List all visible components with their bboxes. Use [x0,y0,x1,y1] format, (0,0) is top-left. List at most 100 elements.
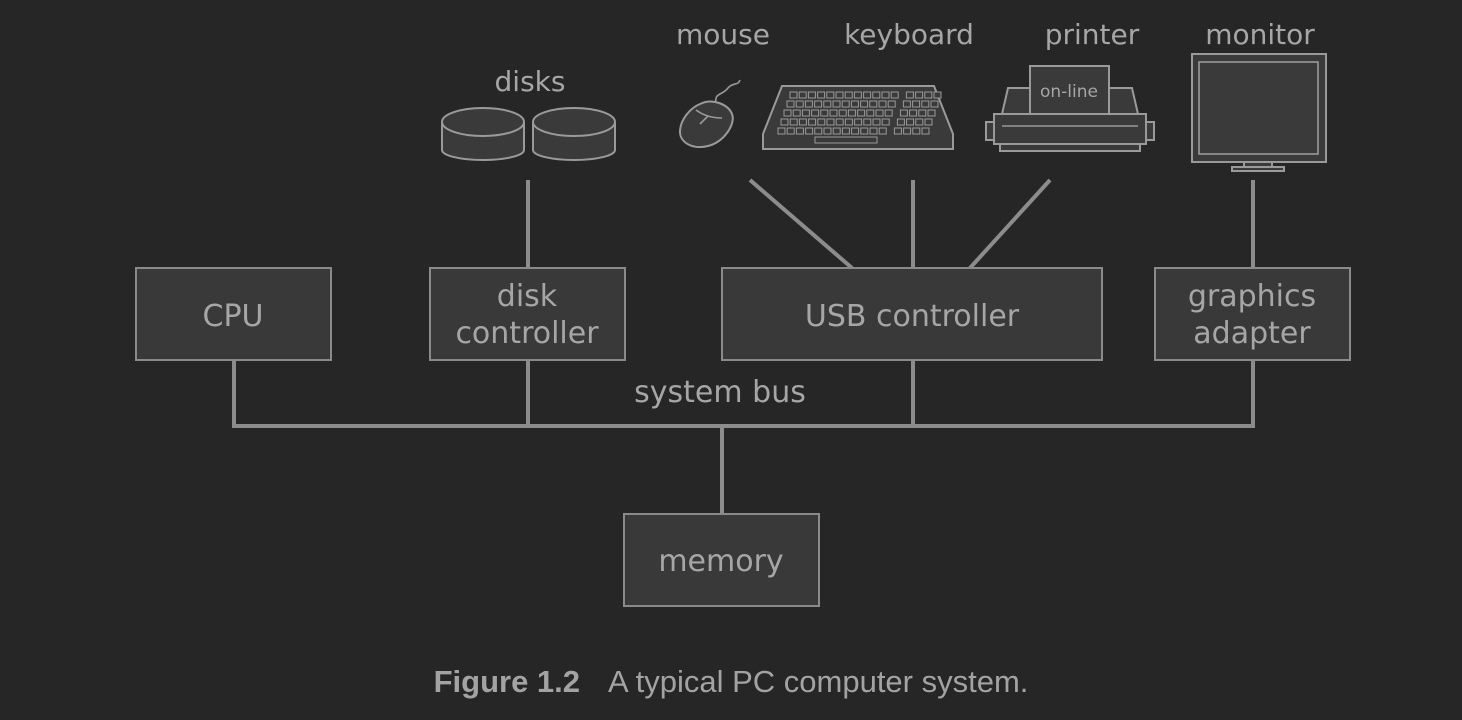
keyboard-key [860,127,869,135]
keyboard-key [841,100,850,108]
keyboard-key [896,118,905,126]
disk-controller-label-line2: controller [455,316,599,351]
keyboard-key [817,118,826,126]
keyboard-key [811,109,820,117]
keyboard-key [814,100,823,108]
keyboard-key [915,118,924,126]
usb-controller-label: USB controller [805,299,1020,334]
disks-icon [441,107,616,161]
keyboard-key [857,109,866,117]
figure-number: Figure 1.2 [433,664,581,699]
keyboard-key [844,118,853,126]
keyboard-key [798,91,807,99]
mouse-label: mouse [676,18,770,51]
keyboard-key [924,118,933,126]
keyboard-key [893,127,902,135]
keyboard-key [850,100,859,108]
monitor-label: monitor [1205,18,1315,51]
keyboard-key [792,109,801,117]
keyboard-key [878,127,887,135]
keyboard-key [826,91,835,99]
printer-online-label: on-line [1040,82,1098,102]
keyboard-key [912,100,921,108]
figure-caption: Figure 1.2 A typical PC computer system. [0,664,1462,700]
keyboard-key [835,118,844,126]
keyboard-key [887,100,896,108]
keyboard-key [795,127,804,135]
keyboard-key [841,127,850,135]
keyboard-key [869,100,878,108]
printer-paper [1029,65,1110,115]
keyboard-key [783,109,792,117]
keyboard-key [814,127,823,135]
keyboard-key [808,118,817,126]
keyboard-key [902,100,911,108]
keyboard-key [884,109,893,117]
keyboard-key [786,127,795,135]
cpu-label: CPU [203,299,264,334]
graphics-adapter-label-line2: adapter [1193,316,1311,351]
keyboard-key [899,109,908,117]
keyboard-key [823,100,832,108]
figure-caption-text: A typical PC computer system. [608,664,1029,699]
keyboard-key [807,91,816,99]
keyboard-key [786,100,795,108]
keyboard-key [905,91,914,99]
keyboard-key [863,91,872,99]
keyboard-key [921,127,930,135]
keyboard-key [869,127,878,135]
keyboard-key [805,127,814,135]
keyboard-key [844,91,853,99]
cpu-box: CPU [135,267,332,361]
keyboard-spacebar [814,136,878,144]
keyboard-key [903,127,912,135]
printer-label: printer [1045,18,1140,51]
keyboard-key [820,109,829,117]
printer-icon: on-line [985,65,1155,152]
keyboard-key [801,109,810,117]
keyboard-key [847,109,856,117]
usb-controller-box: USB controller [721,267,1103,361]
keyboard-key [860,100,869,108]
keyboard-key [878,100,887,108]
keyboard-key [823,127,832,135]
keyboard-key [872,91,881,99]
keyboard-key [853,91,862,99]
graphics-adapter-box: graphics adapter [1154,267,1351,361]
keyboard-key [927,109,936,117]
memory-label: memory [658,544,783,579]
keyboard-key [826,118,835,126]
connection-lines [232,178,1255,514]
disk-controller-box: disk controller [429,267,626,361]
keyboard-icon [762,85,954,150]
keyboard-key [789,91,798,99]
keyboard-key [909,109,918,117]
keyboard-label: keyboard [844,18,974,51]
system-bus-label: system bus [634,375,806,410]
keyboard-key [851,127,860,135]
keyboard-key [881,91,890,99]
monitor-icon [1191,53,1327,172]
keyboard-key [890,91,899,99]
keyboard-key [804,100,813,108]
disk-controller-label-line1: disk [497,279,558,314]
keyboard-key [795,100,804,108]
keyboard-key [780,118,789,126]
keyboard-key [863,118,872,126]
keyboard-key [921,100,930,108]
keyboard-key [881,118,890,126]
mouse-icon [678,79,741,148]
keyboard-key [915,91,924,99]
disks-label: disks [495,65,566,98]
keyboard-key [872,118,881,126]
keyboard-key [829,109,838,117]
keyboard-key [838,109,847,117]
mouse-to-usb-wire [748,178,854,270]
memory-box: memory [623,513,820,607]
printer-to-usb-wire [968,178,1052,270]
keyboard-key [789,118,798,126]
keyboard-key [777,127,786,135]
keyboard-key [933,91,942,99]
